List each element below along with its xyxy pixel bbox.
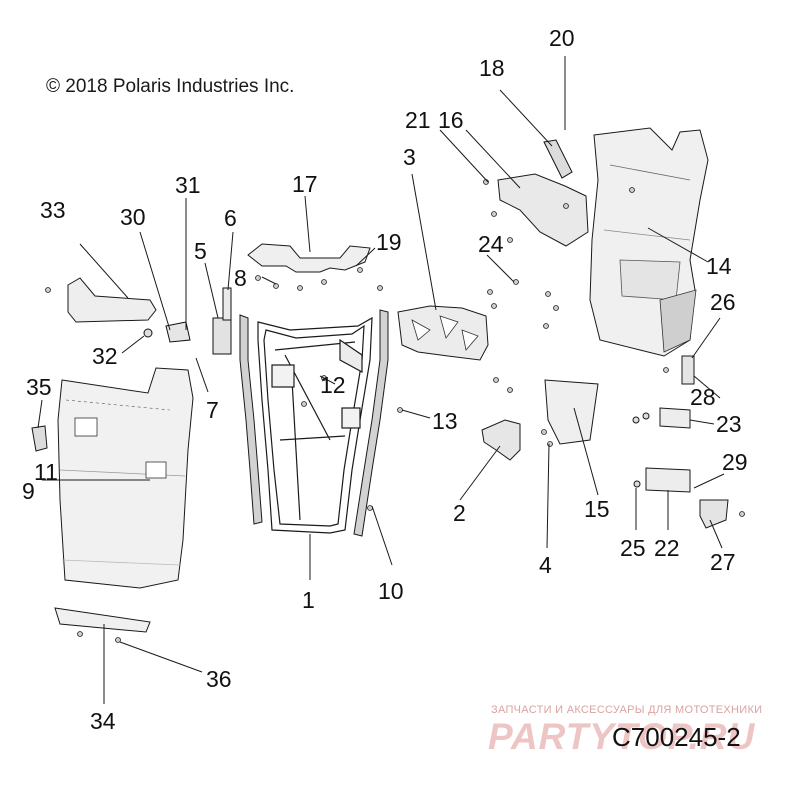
callout-34: 34 xyxy=(90,708,116,734)
callout-14: 14 xyxy=(706,253,732,279)
callout-29: 29 xyxy=(722,449,748,475)
callout-31: 31 xyxy=(175,172,201,198)
callout-13: 13 xyxy=(432,408,458,434)
callout-10: 10 xyxy=(378,578,404,604)
inner-door-panel xyxy=(589,127,709,357)
callout-32: 32 xyxy=(92,343,118,369)
hinge-bracket-upper xyxy=(497,139,589,247)
callout-3: 3 xyxy=(403,144,416,170)
callout-21: 21 xyxy=(405,107,431,133)
storage-cup xyxy=(544,379,599,445)
upper-trim-piece xyxy=(67,277,157,323)
callout-20: 20 xyxy=(549,25,575,51)
callout-23: 23 xyxy=(716,411,742,437)
top-hinge-bracket xyxy=(247,243,371,273)
callout-33: 33 xyxy=(40,197,66,223)
mount-bracket xyxy=(481,419,521,461)
lower-trim-strip xyxy=(54,607,151,633)
diagram-code: C700245-2 xyxy=(612,722,741,752)
latch-assembly xyxy=(143,287,232,355)
callout-28: 28 xyxy=(690,384,716,410)
door-seal-right xyxy=(353,309,389,537)
callout-19: 19 xyxy=(376,229,402,255)
callout-26: 26 xyxy=(710,289,736,315)
callout-11: 11 xyxy=(34,459,58,485)
door-seal-left xyxy=(239,314,263,525)
clip-part xyxy=(31,425,48,452)
watermark-tagline: ЗАПЧАСТИ И АКСЕССУАРЫ ДЛЯ МОТОТЕХНИКИ xyxy=(491,704,763,716)
callout-12: 12 xyxy=(320,372,346,398)
callout-1: 1 xyxy=(302,587,315,613)
callout-2: 2 xyxy=(453,500,466,526)
callout-22: 22 xyxy=(654,535,680,561)
callout-24: 24 xyxy=(478,231,504,257)
callout-16: 16 xyxy=(438,107,464,133)
door-lower-panel xyxy=(57,367,194,589)
watermark-logo: PARTYTOP.RU xyxy=(488,716,756,757)
callout-15: 15 xyxy=(584,496,610,522)
callout-36: 36 xyxy=(206,666,232,692)
callout-8: 8 xyxy=(234,265,247,291)
callout-35: 35 xyxy=(26,374,52,400)
leader-lines xyxy=(37,56,725,704)
callout-30: 30 xyxy=(120,204,146,230)
callout-labels: 1 2 3 4 5 6 7 8 9 10 11 12 13 14 15 16 1… xyxy=(22,25,748,734)
callout-7: 7 xyxy=(206,397,219,423)
callout-27: 27 xyxy=(710,549,736,575)
callout-18: 18 xyxy=(479,55,505,81)
callout-25: 25 xyxy=(620,535,646,561)
callout-5: 5 xyxy=(194,238,207,264)
callout-17: 17 xyxy=(292,171,318,197)
copyright-text: © 2018 Polaris Industries Inc. xyxy=(46,76,295,97)
callout-6: 6 xyxy=(224,205,237,231)
small-hardware-parts xyxy=(632,355,729,529)
door-frame xyxy=(257,316,373,534)
callout-9: 9 xyxy=(22,478,35,504)
fasteners xyxy=(45,179,745,643)
mesh-panel xyxy=(397,305,489,361)
callout-4: 4 xyxy=(539,552,552,578)
